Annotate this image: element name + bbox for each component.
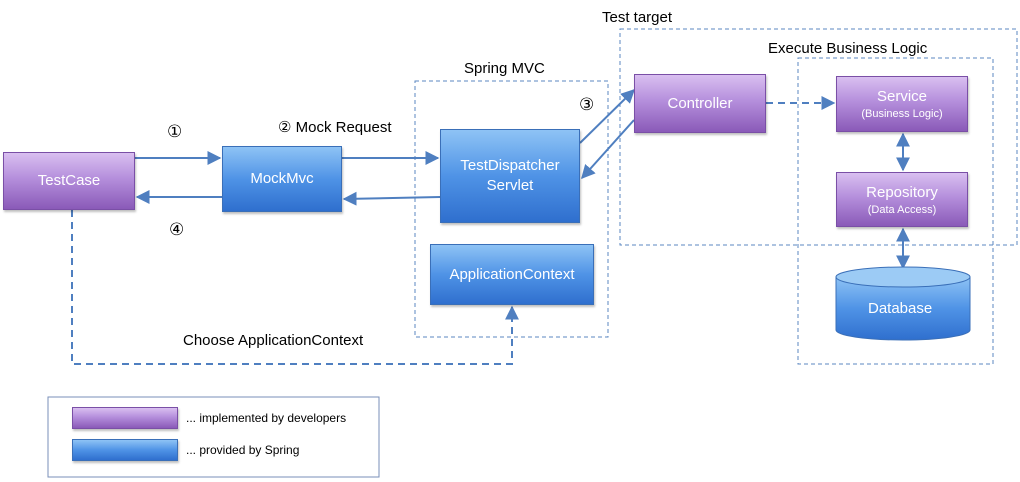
mockmvc-node: MockMvc [222, 146, 342, 212]
dispatcher-label-line1: TestDispatcher [460, 157, 560, 174]
spring-mvc-label: Spring MVC [464, 60, 545, 77]
database-label: Database [868, 300, 933, 317]
test-target-region [619, 28, 1018, 246]
service-node: Service (Business Logic) [836, 76, 968, 132]
testcase-node: TestCase [3, 152, 135, 210]
application-context-label: ApplicationContext [449, 265, 575, 283]
database-cylinder [835, 266, 971, 341]
arrow-step3 [579, 89, 635, 144]
service-label: Service [876, 88, 928, 105]
step3-label: ③ [579, 95, 595, 114]
step4-label: ④ [169, 220, 185, 239]
test-target-label: Test target [602, 9, 673, 26]
arrow-choose-context [71, 210, 519, 365]
testcase-label: TestCase [37, 172, 101, 189]
repository-sublabel: (Data Access) [867, 203, 937, 216]
legend-swatch-developers [72, 407, 178, 429]
service-sublabel: (Business Logic) [861, 108, 943, 120]
mockmvc-label: MockMvc [250, 170, 314, 187]
dispatcher-servlet-node: TestDispatcher Servlet [440, 129, 580, 223]
repository-node: Repository (Data Access) [836, 172, 968, 227]
repository-label: Repository [866, 183, 938, 201]
execute-business-logic-label: Execute Business Logic [768, 40, 928, 57]
legend-developers-text: ... implemented by developers [186, 411, 347, 425]
controller-node: Controller [634, 74, 766, 133]
legend-spring-text: ... provided by Spring [186, 443, 300, 457]
legend-swatch-spring [72, 439, 178, 461]
arrow-controller-return [581, 119, 635, 180]
step1-label: ① [167, 122, 183, 141]
controller-label: Controller [667, 94, 733, 112]
dispatcher-label-line2: Servlet [486, 177, 534, 194]
spring-mvc-region [414, 80, 609, 338]
business-logic-region [797, 57, 994, 365]
choose-context-label: Choose ApplicationContext [183, 332, 364, 349]
arrow-dispatcher-return [342, 191, 441, 206]
step2-label: ② Mock Request [278, 119, 392, 136]
application-context-node: ApplicationContext [430, 244, 594, 305]
